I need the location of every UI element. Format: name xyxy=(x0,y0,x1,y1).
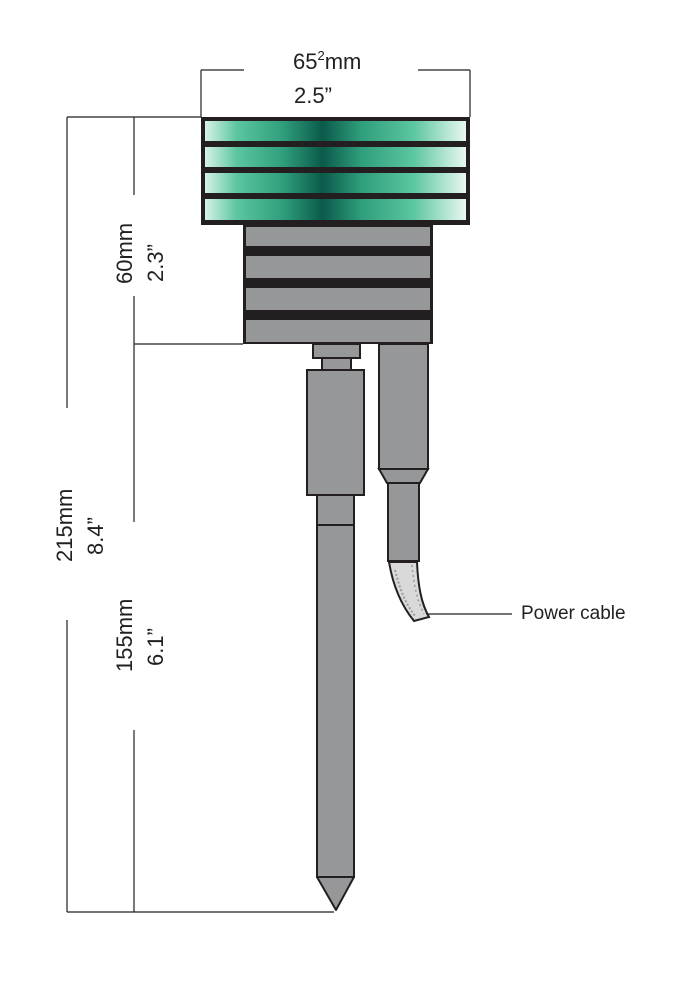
grey-body-segment-1 xyxy=(246,227,430,246)
probe-assembly xyxy=(306,369,365,911)
head-height-dimension: 60mm 2.3” xyxy=(112,116,243,345)
overall-length-metric-label: 215mm xyxy=(52,489,77,562)
probe-shaft xyxy=(316,524,355,878)
cable-strain-relief xyxy=(387,482,420,562)
power-cable xyxy=(387,561,431,623)
head-height-imperial-label: 2.3” xyxy=(143,244,168,282)
grey-body xyxy=(243,225,433,344)
power-cable-strand-2 xyxy=(411,564,425,615)
power-cable-label: Power cable xyxy=(521,603,626,624)
cable-gland xyxy=(378,343,429,470)
probe-housing xyxy=(306,369,365,496)
neck-stem xyxy=(321,357,352,371)
green-heatsink-head xyxy=(201,117,470,225)
probe-tip xyxy=(316,876,355,911)
width-imperial-label: 2.5” xyxy=(294,83,332,108)
width-metric-label: 652mm xyxy=(293,48,361,74)
heatsink-fin-4 xyxy=(205,199,466,220)
grey-body-segment-3 xyxy=(246,288,430,310)
heatsink-fin-3 xyxy=(205,173,466,193)
head-height-metric-label: 60mm xyxy=(112,223,137,284)
power-cable-assembly: Power cable xyxy=(377,343,626,624)
connector-neck xyxy=(312,343,361,371)
heatsink-fin-2 xyxy=(205,147,466,167)
probe-collar xyxy=(316,494,355,526)
probe-length-imperial-label: 6.1” xyxy=(143,628,168,666)
overall-length-imperial-label: 8.4” xyxy=(83,517,108,555)
probe-length-metric-label: 155mm xyxy=(112,599,137,672)
width-dimension: 652mm 2.5” xyxy=(200,48,471,117)
cable-gland-taper xyxy=(377,468,430,484)
probe-length-dimension: 155mm 6.1” xyxy=(112,344,168,912)
grey-body-segment-2 xyxy=(246,256,430,278)
overall-length-dimension: 215mm 8.4” xyxy=(52,116,334,913)
power-cable-strand xyxy=(394,569,417,618)
neck-collar xyxy=(312,343,361,359)
heatsink-fin-1 xyxy=(205,121,466,141)
grey-body-segment-4 xyxy=(246,320,430,342)
